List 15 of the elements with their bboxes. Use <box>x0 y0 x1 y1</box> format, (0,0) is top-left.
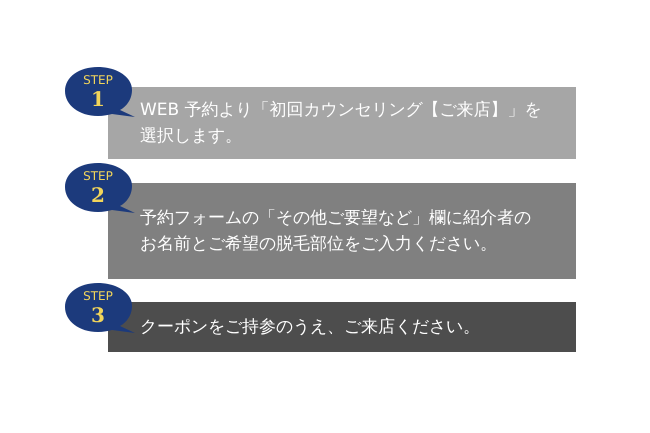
step-instruction: クーポンをご持参のうえ、ご来店ください。 <box>140 316 480 339</box>
step-number: 3 <box>90 304 106 326</box>
step-number: 2 <box>90 184 106 206</box>
step-badge <box>64 66 136 118</box>
step-band <box>108 302 576 352</box>
step-badge <box>64 162 136 214</box>
step-badge <box>64 282 136 334</box>
step-band <box>108 183 576 279</box>
step-number: 1 <box>90 88 106 110</box>
step-instruction: WEB 予約より「初回カウンセリング【ご来店】」を選択します。 <box>140 99 543 148</box>
step-label: STEP <box>82 171 114 182</box>
step-label: STEP <box>82 291 114 302</box>
step-band <box>108 87 576 159</box>
step-label: STEP <box>82 75 114 86</box>
step-instruction: 予約フォームの「その他ご要望など」欄に紹介者のお名前とご希望の脱毛部位をご入力ください。 <box>140 207 532 256</box>
